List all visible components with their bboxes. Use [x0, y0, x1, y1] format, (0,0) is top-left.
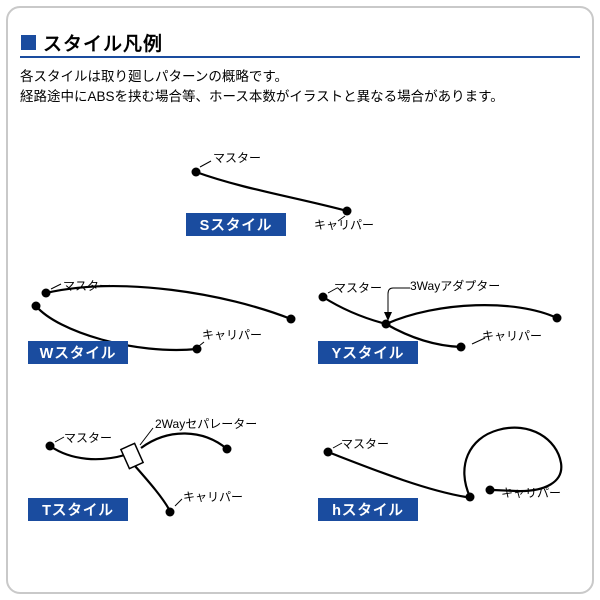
h-master-leader-line — [332, 442, 343, 449]
h-master-label: マスター — [341, 437, 390, 451]
page-title: スタイル凡例 — [43, 34, 164, 55]
y-3way-leader-line — [387, 287, 410, 313]
w-caliper-dot-right — [286, 314, 296, 324]
t-2way-leader-line — [139, 427, 154, 446]
w-hose-upper-path — [45, 285, 292, 321]
title-underline — [20, 56, 580, 58]
y-style-name-box: Yスタイル — [318, 341, 418, 364]
w-master-dot-2 — [31, 301, 41, 311]
w-master-label: マスター — [63, 279, 112, 293]
y-caliper-dot-right — [552, 313, 562, 323]
s-caliper-label: キャリパー — [314, 218, 375, 232]
s-hose-path — [195, 170, 348, 213]
t-hose-main-path — [49, 445, 126, 461]
s-master-dot — [191, 167, 201, 177]
description-line-2: 経路途中にABSを挟む場合等、ホース本数がイラストと異なる場合があります。 — [20, 89, 504, 104]
y-branch-lower-path — [385, 323, 462, 349]
y-master-leader-line — [327, 287, 338, 294]
y-3way-leader-arrowhead — [384, 312, 392, 321]
t-master-leader-line — [54, 436, 65, 443]
t-branch-upper-path — [140, 432, 228, 450]
title-bullet-square-icon — [21, 35, 36, 50]
y-hose-main-path — [322, 296, 387, 326]
w-caliper-leader-line — [198, 341, 205, 347]
h-master-dot — [323, 447, 333, 457]
t-style-diagram — [45, 427, 232, 517]
t-2way-separator-box — [119, 442, 145, 470]
y-caliper-label: キャリパー — [482, 329, 543, 343]
t-master-dot — [45, 441, 55, 451]
w-caliper-dot — [192, 344, 202, 354]
w-master-leader-line — [50, 283, 62, 290]
y-caliper-dot — [456, 342, 466, 352]
s-master-leader-line — [199, 160, 212, 168]
t-master-label: マスター — [64, 431, 113, 445]
rounded-border-frame — [6, 6, 594, 594]
y-3way-adapter-label: 3Wayアダプター — [410, 279, 501, 293]
h-hose-main-path — [327, 450, 467, 499]
t-caliper-leader-line — [174, 498, 183, 507]
y-master-dot — [318, 292, 328, 302]
w-caliper-label: キャリパー — [202, 328, 263, 342]
s-style-name-box: Sスタイル — [186, 213, 286, 236]
s-master-label: マスター — [213, 151, 262, 165]
h-style-diagram — [323, 426, 563, 502]
y-master-label: マスター — [334, 281, 383, 295]
s-caliper-dot — [342, 206, 352, 216]
y-caliper-leader-line — [471, 337, 486, 345]
w-hose-lower-path — [35, 305, 198, 351]
description-line-1: 各スタイルは取り廻しパターンの概略です。 — [20, 69, 288, 84]
t-branch-lower-path — [134, 465, 171, 512]
t-caliper-dot — [165, 507, 175, 517]
t-caliper-dot-upper — [222, 444, 232, 454]
s-style-diagram — [191, 160, 352, 222]
w-style-diagram — [31, 283, 296, 354]
h-caliper-label: キャリパー — [501, 486, 562, 500]
w-master-dot — [41, 288, 51, 298]
y-branch-upper-path — [385, 304, 558, 326]
header: スタイル凡例 — [21, 29, 163, 56]
s-caliper-leader-line — [337, 215, 346, 222]
t-caliper-label: キャリパー — [183, 490, 244, 504]
t-style-name-box: Tスタイル — [28, 498, 128, 521]
t-2way-separator-label: 2Wayセパレーター — [155, 417, 258, 431]
h-hose-loop-path — [463, 426, 563, 498]
y-style-diagram — [318, 287, 562, 352]
w-style-name-box: Wスタイル — [28, 341, 128, 364]
h-style-name-box: hスタイル — [318, 498, 418, 521]
y-3way-adapter-dot — [381, 319, 391, 329]
h-banjo-dot — [465, 492, 475, 502]
h-caliper-dot — [485, 485, 495, 495]
